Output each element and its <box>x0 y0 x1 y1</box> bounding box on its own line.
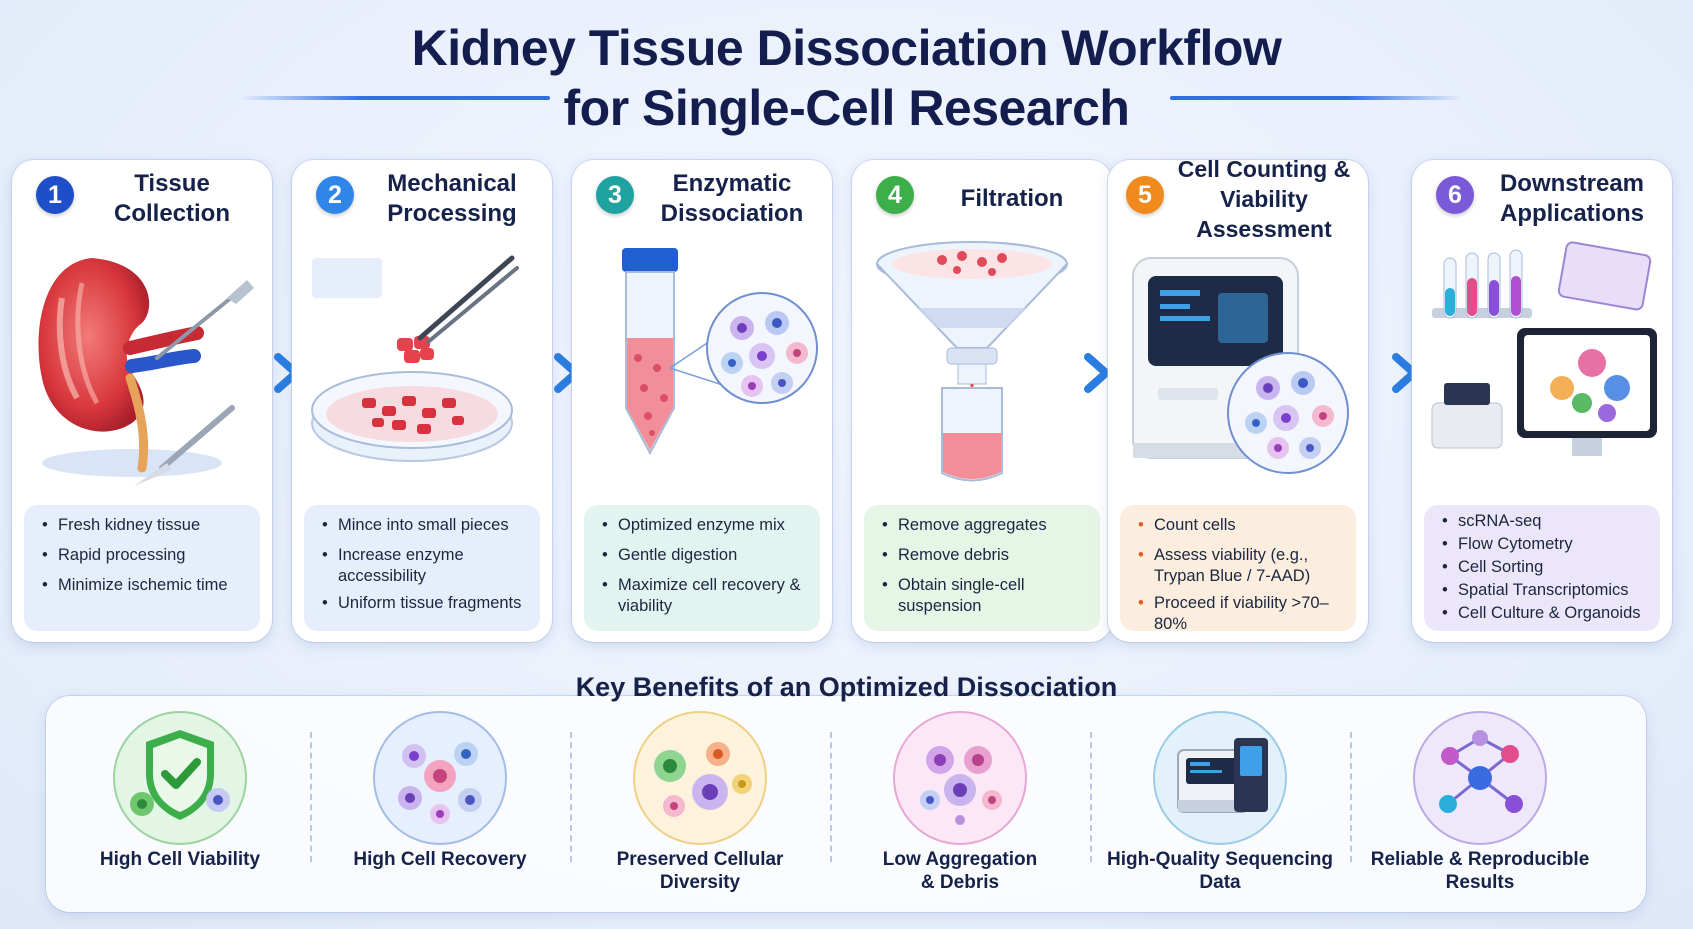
step-title: Downstream Applications <box>1499 170 1645 227</box>
step-header: 6 Downstream Applications <box>1412 168 1672 230</box>
kidney-with-scalpel-icon <box>22 238 262 660</box>
conical-tube-cells-icon <box>582 238 822 660</box>
step-title: Enzymatic Dissociation <box>660 170 804 227</box>
step-header: 5 Cell Counting & Viability Assessment <box>1108 156 1368 242</box>
bullet-item: Optimized enzyme mix <box>602 515 812 536</box>
title-rule-right <box>1170 96 1464 100</box>
bullet-item: Flow Cytometry <box>1442 534 1652 555</box>
benefit-divider <box>830 732 832 862</box>
cell-cluster-icon <box>373 711 507 845</box>
benefit-high-quality-sequencing-data: High-Quality Sequencing Data <box>1100 708 1340 904</box>
page-title: Kidney Tissue Dissociation Workflow for … <box>0 18 1693 138</box>
step-bullets: Count cells Assess viability (e.g., Tryp… <box>1120 505 1356 633</box>
benefit-divider <box>1090 732 1092 862</box>
analysis-workstation-icon <box>1422 238 1662 660</box>
benefit-preserved-cellular-diversity: Preserved Cellular Diversity <box>580 708 820 904</box>
step-card-4: 4 Filtration Remove aggregates Remove de… <box>852 160 1112 642</box>
bullet-item: Rapid processing <box>42 545 252 566</box>
step-title: Filtration <box>960 185 1064 212</box>
cell-counter-icon <box>1118 238 1358 660</box>
bullet-item: Mince into small pieces <box>322 515 532 536</box>
benefit-label: Reliable & Reproducible Results <box>1370 849 1590 893</box>
title-line-2: for Single-Cell Research <box>563 80 1130 136</box>
step-header: 1 Tissue Collection <box>12 168 272 230</box>
step-bullets: scRNA-seq Flow Cytometry Cell Sorting Sp… <box>1424 505 1660 631</box>
step-header: 3 Enzymatic Dissociation <box>572 168 832 230</box>
step-number-badge: 5 <box>1126 176 1164 214</box>
chevron-right-icon <box>1084 353 1110 393</box>
step-title: Tissue Collection <box>113 170 230 227</box>
step-card-6: 6 Downstream Applications <box>1412 160 1672 642</box>
benefit-label: Preserved Cellular Diversity <box>616 849 784 893</box>
benefit-label: High-Quality Sequencing Data <box>1107 849 1333 893</box>
bullet-item: Remove debris <box>882 545 1092 566</box>
step-bullets: Mince into small pieces Increase enzyme … <box>304 505 540 631</box>
benefit-label: High Cell Recovery <box>353 849 527 870</box>
step-title: Cell Counting & Viability Assessment <box>1177 156 1351 242</box>
bullet-item: Fresh kidney tissue <box>42 515 252 536</box>
title-line-1: Kidney Tissue Dissociation Workflow <box>411 20 1282 76</box>
network-nodes-icon <box>1413 711 1547 845</box>
bullet-item: Minimize ischemic time <box>42 575 252 596</box>
bullet-item: Uniform tissue fragments <box>322 593 532 614</box>
step-header: 2 Mechanical Processing <box>292 168 552 230</box>
step-bullets: Remove aggregates Remove debris Obtain s… <box>864 505 1100 631</box>
bullet-item: Cell Sorting <box>1442 557 1652 578</box>
funnel-filter-icon <box>862 238 1102 660</box>
bullet-item: Maximize cell recovery & viability <box>602 575 812 617</box>
benefit-high-cell-viability: High Cell Viability <box>60 708 300 904</box>
benefit-divider <box>310 732 312 862</box>
shield-check-icon <box>113 711 247 845</box>
bullet-item: Obtain single-cell suspension <box>882 575 1092 617</box>
step-header: 4 Filtration <box>852 168 1112 230</box>
bullet-item: scRNA-seq <box>1442 511 1652 532</box>
bullet-item: Remove aggregates <box>882 515 1092 536</box>
benefit-label: Low Aggregation & Debris <box>882 849 1038 893</box>
bullet-item: Gentle digestion <box>602 545 812 566</box>
step-number-badge: 1 <box>36 176 74 214</box>
bullet-item: Assess viability (e.g., Trypan Blue / 7-… <box>1138 545 1348 587</box>
benefit-reliable-reproducible-results: Reliable & Reproducible Results <box>1360 708 1600 904</box>
benefit-divider <box>1350 732 1352 862</box>
step-card-1: 1 Tissue Collection Fresh kidney tissue <box>12 160 272 642</box>
title-rule-left <box>238 96 550 100</box>
step-card-3: 3 Enzymatic Dissociation <box>572 160 832 642</box>
benefit-high-cell-recovery: High Cell Recovery <box>320 708 560 904</box>
step-title: Mechanical Processing <box>387 170 517 227</box>
step-card-5: 5 Cell Counting & Viability Assessment <box>1108 156 1368 642</box>
step-number-badge: 4 <box>876 176 914 214</box>
step-number-badge: 3 <box>596 176 634 214</box>
bullet-item: Proceed if viability >70–80% <box>1138 593 1348 635</box>
step-card-2: 2 Mechanical Processing Mince <box>292 160 552 642</box>
benefit-divider <box>570 732 572 862</box>
cell-aggregate-icon <box>893 711 1027 845</box>
benefits-panel: High Cell Viability High Cell Recovery P… <box>46 696 1646 912</box>
sequencer-icon <box>1153 711 1287 845</box>
step-bullets: Fresh kidney tissue Rapid processing Min… <box>24 505 260 631</box>
bullet-item: Spatial Transcriptomics <box>1442 580 1652 601</box>
step-number-badge: 2 <box>316 176 354 214</box>
diverse-cells-icon <box>633 711 767 845</box>
benefit-label: High Cell Viability <box>99 849 261 870</box>
step-bullets: Optimized enzyme mix Gentle digestion Ma… <box>584 505 820 631</box>
benefits-title: Key Benefits of an Optimized Dissociatio… <box>575 672 1118 702</box>
bullet-item: Cell Culture & Organoids <box>1442 603 1652 624</box>
benefit-low-aggregation-debris: Low Aggregation & Debris <box>840 708 1080 904</box>
step-number-badge: 6 <box>1436 176 1474 214</box>
petri-dish-forceps-icon <box>302 238 542 660</box>
bullet-item: Count cells <box>1138 515 1348 536</box>
bullet-item: Increase enzyme accessibility <box>322 545 532 587</box>
